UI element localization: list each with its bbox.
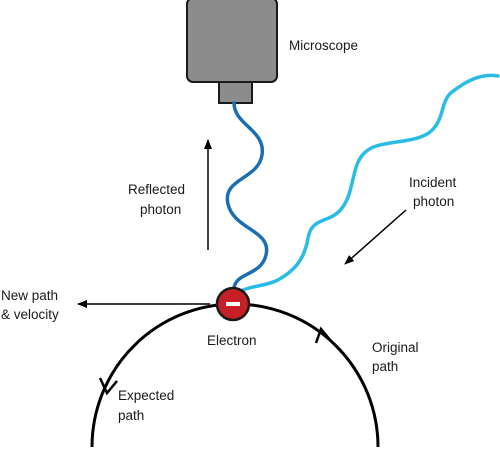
original-path-direction-icon — [314, 326, 332, 344]
new-path-label-line1: New path — [1, 288, 58, 303]
incident-photon-arrow — [344, 209, 407, 265]
incident-photon-wave — [241, 73, 500, 292]
microscope-icon — [186, 0, 278, 104]
electron-label: Electron — [207, 333, 257, 348]
expected-path-direction-icon — [98, 377, 118, 396]
expected-path-label-line1: Expected — [118, 388, 174, 403]
microscope-label: Microscope — [289, 38, 358, 53]
expected-path-label-line2: path — [118, 408, 144, 423]
reflected-photon-wave — [225, 101, 269, 290]
reflected-photon-label-line1: Reflected — [128, 182, 185, 197]
microscope-body — [186, 0, 278, 83]
incident-photon-label-line2: photon — [413, 194, 454, 209]
electron-icon — [215, 286, 251, 322]
incident-photon-label-line1: Incident — [409, 175, 457, 190]
original-path-label-line1: Original — [372, 340, 419, 355]
new-path-label-line2: & velocity — [1, 307, 59, 322]
orbit-path — [90, 302, 380, 448]
reflected-photon-label-line2: photon — [140, 202, 181, 217]
electron-minus-sign — [226, 302, 240, 306]
original-path-label-line2: path — [372, 359, 398, 374]
microscope-lens — [218, 81, 253, 104]
